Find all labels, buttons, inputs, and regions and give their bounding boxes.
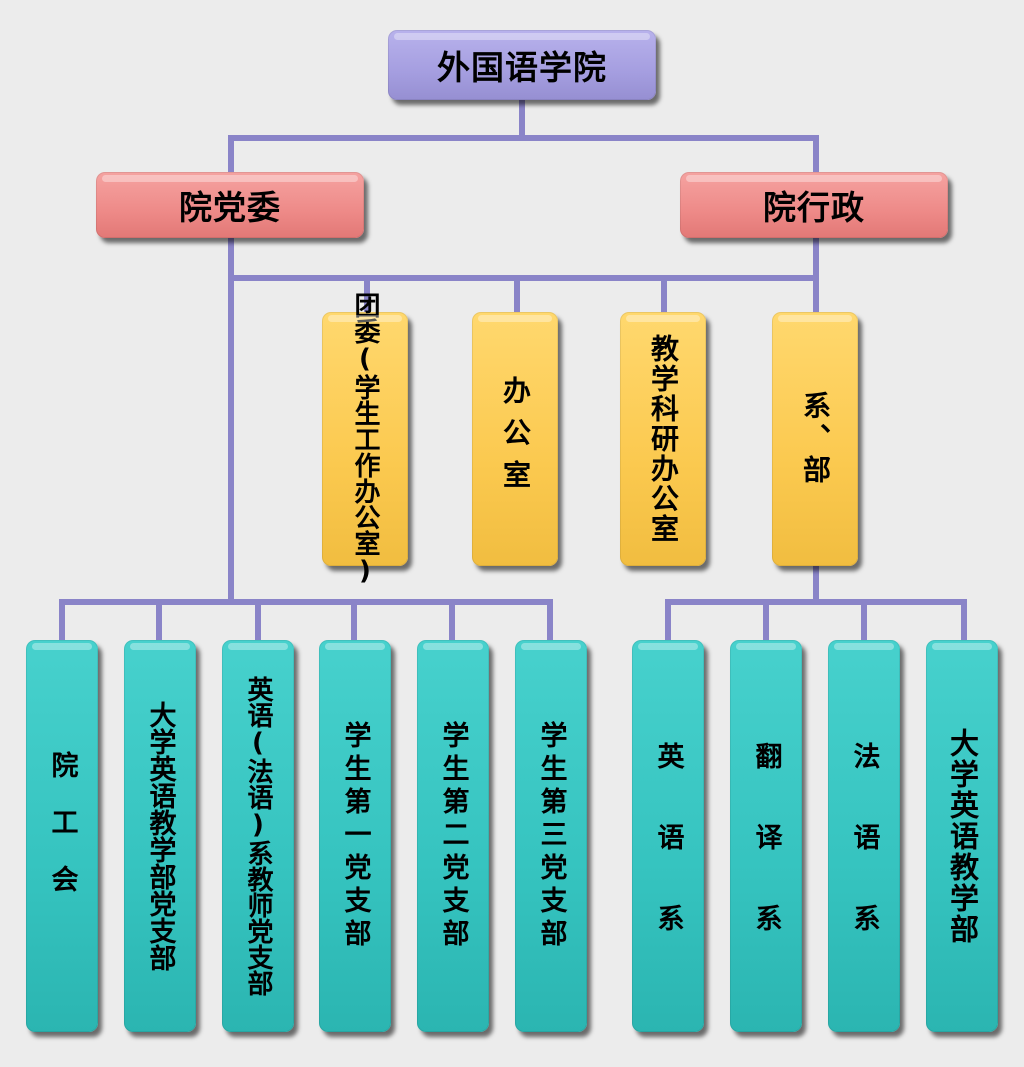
- teaching-research-office-node[interactable]: 教学科研办公室: [620, 312, 706, 566]
- teaching-research-office-label: 教学科研办公室: [647, 334, 680, 544]
- youth-league-label: 团委(学生工作办公室): [350, 292, 380, 586]
- student-party-branch-2-label: 学生第二党支部: [437, 720, 469, 952]
- connector-departments: [665, 563, 967, 643]
- departments-node[interactable]: 系、部: [772, 312, 858, 566]
- french-department-node[interactable]: 法语系: [828, 640, 900, 1032]
- english-french-faculty-party-branch-node[interactable]: 英语(法语)系教师党支部: [222, 640, 294, 1032]
- college-node[interactable]: 外国语学院: [388, 30, 656, 100]
- college-english-party-branch-node[interactable]: 大学英语教学部党支部: [124, 640, 196, 1032]
- french-department-label: 法语系: [848, 741, 880, 985]
- party-committee-label: 院党委: [179, 188, 281, 227]
- college-english-teaching-department-label: 大学英语教学部: [945, 727, 980, 945]
- student-party-branch-2-node[interactable]: 学生第二党支部: [417, 640, 489, 1032]
- administration-node[interactable]: 院行政: [680, 172, 948, 238]
- student-party-branch-1-label: 学生第一党支部: [339, 720, 371, 952]
- departments-label: 系、部: [799, 391, 832, 487]
- college-english-teaching-department-node[interactable]: 大学英语教学部: [926, 640, 998, 1032]
- labor-union-node[interactable]: 院工会: [26, 640, 98, 1032]
- labor-union-label: 院工会: [46, 750, 78, 922]
- party-committee-node[interactable]: 院党委: [96, 172, 364, 238]
- english-department-label: 英语系: [652, 741, 684, 985]
- administration-label: 院行政: [763, 188, 865, 227]
- student-party-branch-3-label: 学生第三党支部: [535, 720, 567, 952]
- student-party-branch-1-node[interactable]: 学生第一党支部: [319, 640, 391, 1032]
- youth-league-node[interactable]: 团委(学生工作办公室): [322, 292, 408, 586]
- translation-department-node[interactable]: 翻译系: [730, 640, 802, 1032]
- english-department-node[interactable]: 英语系: [632, 640, 704, 1032]
- connector-level2-to-offices: [228, 235, 819, 603]
- general-office-node[interactable]: 办公室: [472, 312, 558, 566]
- connector-top-to-level2: [228, 97, 819, 175]
- student-party-branch-3-node[interactable]: 学生第三党支部: [515, 640, 587, 1032]
- english-french-faculty-party-branch-label: 英语(法语)系教师党支部: [243, 676, 273, 996]
- translation-department-label: 翻译系: [750, 741, 782, 985]
- college-label: 外国语学院: [437, 48, 607, 87]
- general-office-label: 办公室: [499, 376, 532, 502]
- college-english-party-branch-label: 大学英语教学部党支部: [144, 701, 176, 971]
- connector-party-units: [59, 599, 553, 643]
